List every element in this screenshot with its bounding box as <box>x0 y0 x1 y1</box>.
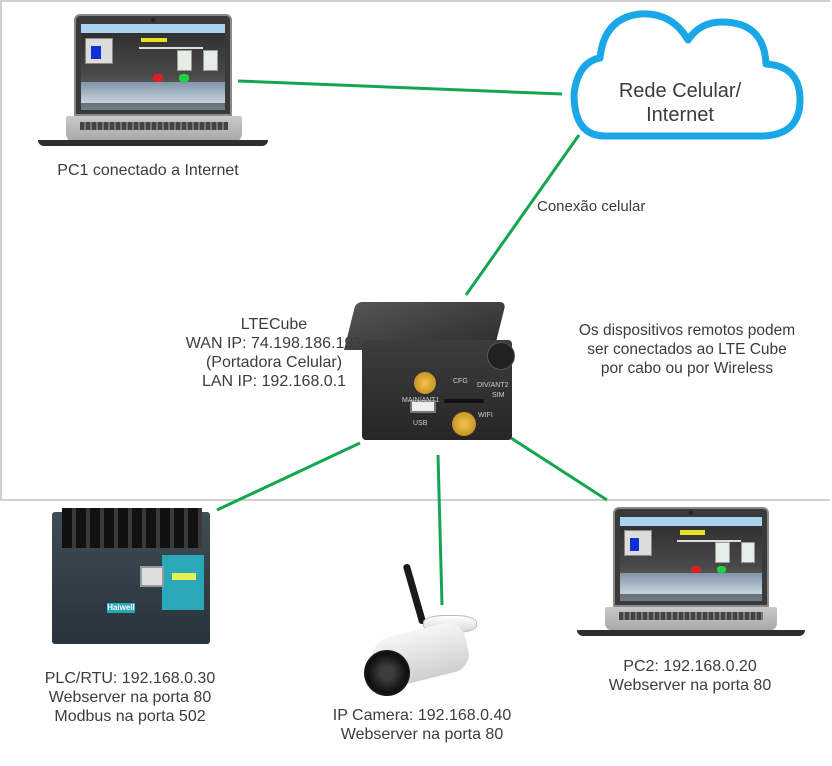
plc-modbus: Modbus na porta 502 <box>54 708 206 725</box>
pc2-webserver: Webserver na porta 80 <box>608 677 772 694</box>
port-label-div: DIV/ANT2 <box>477 382 509 389</box>
port-label-main: MAIN/ANT1 <box>402 397 440 404</box>
camera-ip: IP Camera: 192.168.0.40 <box>332 707 512 724</box>
link-router-pc2 <box>510 436 608 502</box>
cloud-label-line1: Rede Celular/ <box>618 80 742 102</box>
port-label-usb: USB <box>413 420 428 427</box>
router-wan-note: (Portadora Celular) <box>205 354 343 371</box>
camera-webserver: Webserver na porta 80 <box>340 726 504 743</box>
pc1-laptop-icon <box>38 12 268 147</box>
router-name: LTECube <box>240 316 308 333</box>
plc-brand-logo: Haiwell <box>107 603 135 613</box>
cloud-label-line2: Internet <box>646 104 714 126</box>
lan-boundary-box <box>0 0 830 501</box>
plc-caption: PLC/RTU: 192.168.0.30 Webserver na porta… <box>30 669 230 726</box>
plc-ip: PLC/RTU: 192.168.0.30 <box>44 670 216 687</box>
note-line1: Os dispositivos remotos podem <box>578 322 796 339</box>
cloud-label: Rede Celular/ Internet <box>590 79 770 127</box>
pc2-ip: PC2: 192.168.0.20 <box>623 658 757 675</box>
router-wan-ip: WAN IP: 74.198.186.193 <box>185 335 363 352</box>
pc2-caption: PC2: 192.168.0.20 Webserver na porta 80 <box>590 657 790 695</box>
camera-caption: IP Camera: 192.168.0.40 Webserver na por… <box>312 706 532 744</box>
pc1-caption: PC1 conectado a Internet <box>57 162 239 179</box>
link-router-camera <box>436 454 444 606</box>
port-label-cfg: CFG <box>453 378 468 385</box>
plc-webserver: Webserver na porta 80 <box>48 689 212 706</box>
router-info: LTECube WAN IP: 74.198.186.193 (Portador… <box>184 315 364 391</box>
router-lan-ip: LAN IP: 192.168.0.1 <box>201 373 347 390</box>
link-cloud-router <box>464 134 581 296</box>
cellular-link-label: Conexão celular <box>537 198 646 215</box>
link-pc1-cloud <box>237 79 563 96</box>
pc2-laptop-icon <box>577 505 805 637</box>
note-line3: por cabo ou por Wireless <box>600 360 774 377</box>
link-router-plc <box>216 441 361 512</box>
connection-note: Os dispositivos remotos podem ser conect… <box>552 321 822 378</box>
note-line2: ser conectados ao LTE Cube <box>587 341 787 358</box>
port-label-wifi: WIFI <box>478 412 493 419</box>
cloud-icon <box>570 10 804 140</box>
port-label-sim: SIM <box>492 392 505 399</box>
